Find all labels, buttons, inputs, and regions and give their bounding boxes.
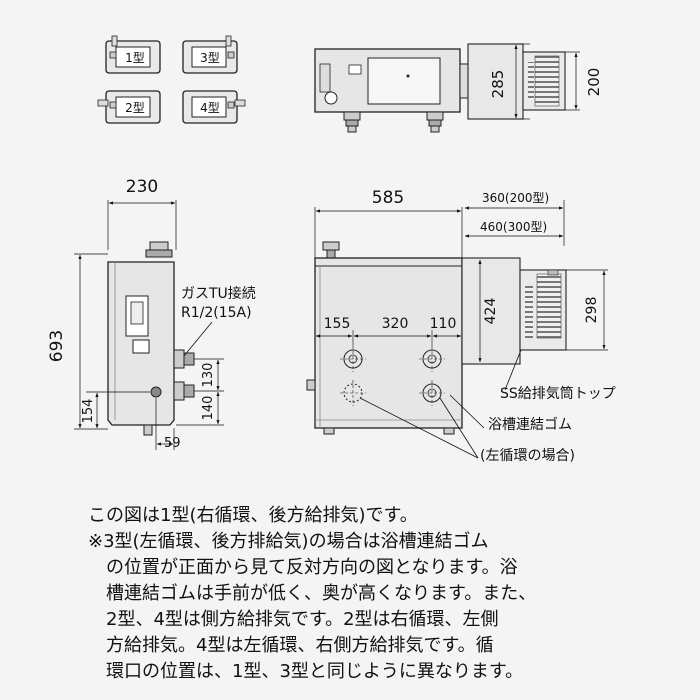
circulation-port-alt (340, 380, 366, 406)
type-icon-1: 1型 (105, 35, 161, 74)
dim-110: 110 (430, 316, 457, 332)
circulation-port (419, 380, 445, 406)
circulation-port (340, 346, 366, 372)
dim-424: 424 (483, 298, 499, 325)
dim-360: 360(200型) (482, 191, 549, 205)
dim-298: 298 (584, 297, 600, 324)
dim-59: 59 (164, 436, 181, 451)
note-line: 環口の位置は、1型、3型と同じように異なります。 (106, 661, 524, 682)
dim-230: 230 (126, 177, 158, 197)
dim-155: 155 (324, 316, 351, 332)
gas-connection-size: R1/2(15A) (181, 305, 252, 321)
bath-rubber-label: 浴槽連結ゴム (488, 416, 572, 433)
dim-320: 320 (382, 316, 409, 332)
dimension-drawing: 1型 3型 2型 4型 (47, 35, 616, 464)
type-label: 3型 (200, 51, 220, 65)
dim-285: 285 (489, 70, 507, 99)
dim-140: 140 (201, 396, 216, 421)
gas-connection-label: ガスTU接続 (181, 285, 256, 302)
type-icon-2: 2型 (97, 90, 161, 124)
dim-130: 130 (201, 363, 216, 388)
side-view: 585 360(200型) 460(300型) (306, 188, 616, 464)
dim-693: 693 (47, 330, 67, 362)
type-label: 4型 (200, 101, 220, 115)
dim-585: 585 (372, 188, 404, 208)
front-view: 230 693 154 59 (47, 177, 256, 451)
left-circulation-label: (左循環の場合) (480, 448, 575, 464)
type-icon-3: 3型 (182, 35, 238, 74)
dim-154: 154 (81, 399, 96, 424)
dim-460: 460(300型) (480, 220, 547, 234)
type-icon-4: 4型 (182, 90, 246, 124)
note-line: の位置が正面から見て反対方向の図となります。浴 (106, 557, 518, 578)
note-line: ※3型(左循環、後方排給気)の場合は浴槽連結ゴム (88, 531, 489, 552)
note-line: 2型、4型は側方給排気です。2型は右循環、左側 (106, 609, 499, 630)
note-line: 槽連結ゴムは手前が低く、奥が高くなります。また、 (106, 583, 537, 604)
top-fitting (426, 111, 444, 133)
type-label: 1型 (125, 51, 145, 65)
note-line: 方給排気。4型は左循環、右側方給排気です。循 (106, 635, 494, 656)
notes: この図は1型(右循環、後方給排気)です。 ※3型(左循環、後方排給気)の場合は浴… (88, 503, 648, 685)
ss-vent-top-label: SS給排気筒トップ (500, 385, 616, 402)
top-view: 285 200 (314, 43, 603, 133)
dim-200: 200 (585, 68, 603, 97)
type-label: 2型 (125, 101, 145, 115)
top-fitting (343, 111, 361, 133)
note-line: この図は1型(右循環、後方給排気)です。 (88, 505, 418, 526)
circulation-port (419, 346, 445, 372)
